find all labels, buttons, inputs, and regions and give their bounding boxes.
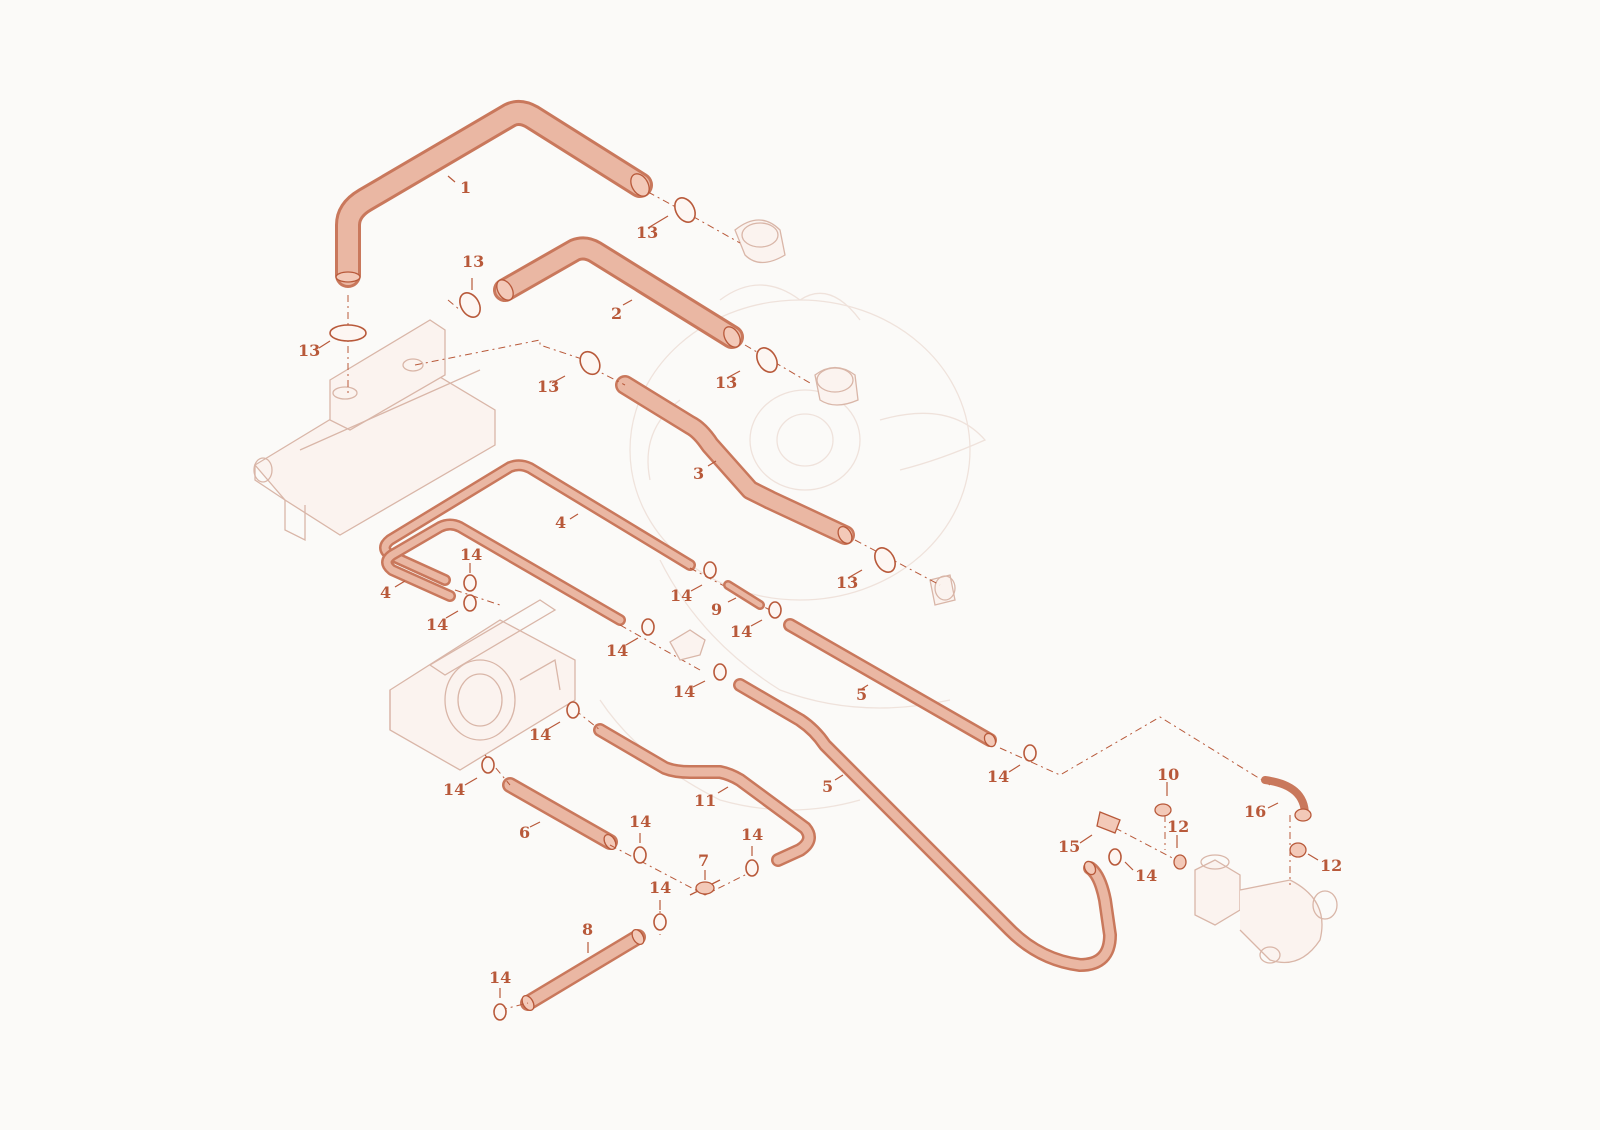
callout-11: 11 [694,791,716,810]
callout-12-mid: 12 [1167,817,1189,836]
gas-valve-assembly [1194,854,1338,964]
callout-4-upper: 4 [555,513,566,532]
connection-lines [347,191,1291,1011]
callout-14-h: 14 [443,780,465,799]
hose-2[interactable] [493,236,744,349]
callout-14-d: 14 [606,641,628,660]
fitting-elbows [734,219,956,606]
hose-5-upper[interactable] [783,618,997,747]
hose-8[interactable] [520,929,646,1011]
callout-13-c: 13 [298,341,320,360]
callout-9: 9 [711,600,722,619]
callout-13-e: 13 [715,373,737,392]
callout-7: 7 [698,851,709,870]
hose-4[interactable] [379,459,696,626]
callout-2: 2 [611,304,622,323]
callout-13-b: 13 [462,252,484,271]
heater-housing [253,319,496,542]
callout-1: 1 [460,178,471,197]
callout-14-i: 14 [987,767,1009,786]
callout-14-j: 14 [629,812,651,831]
hose-3[interactable] [615,375,855,545]
hose-ends [335,173,1097,1012]
callout-13-f: 13 [836,573,858,592]
callout-14-g: 14 [529,725,551,744]
callout-16: 16 [1244,802,1266,821]
hose-6[interactable] [502,777,618,850]
callout-14-e: 14 [730,622,752,641]
callout-14-b: 14 [426,615,448,634]
callout-6: 6 [519,823,530,842]
fittings[interactable] [669,580,1312,896]
callout-3: 3 [693,464,704,483]
callout-12-right: 12 [1320,856,1342,875]
callout-4-lower: 4 [380,583,391,602]
callout-14-m: 14 [489,968,511,987]
callout-13-a: 13 [636,223,658,242]
callout-14-l: 14 [649,878,671,897]
callout-10: 10 [1157,765,1179,784]
hose-clamps[interactable] [329,194,1122,1021]
callout-5-upper: 5 [856,685,867,704]
callout-13-d: 13 [537,377,559,396]
callout-14-c: 14 [670,586,692,605]
hose-5-lower[interactable] [733,678,1117,972]
callout-labels: 1 2 3 4 4 5 5 6 7 8 9 10 11 12 12 13 13 … [298,178,1342,987]
callout-8: 8 [582,920,593,939]
callout-14-f: 14 [673,682,695,701]
callout-5-lower: 5 [822,777,833,796]
callout-14-n: 14 [1135,866,1157,885]
heater-unit [389,599,576,771]
callout-14-k: 14 [741,825,763,844]
hose-1[interactable] [335,99,653,288]
hose-11[interactable] [593,723,816,867]
leader-lines [318,175,1319,998]
callout-14-a: 14 [460,545,482,564]
callout-15: 15 [1058,837,1080,856]
